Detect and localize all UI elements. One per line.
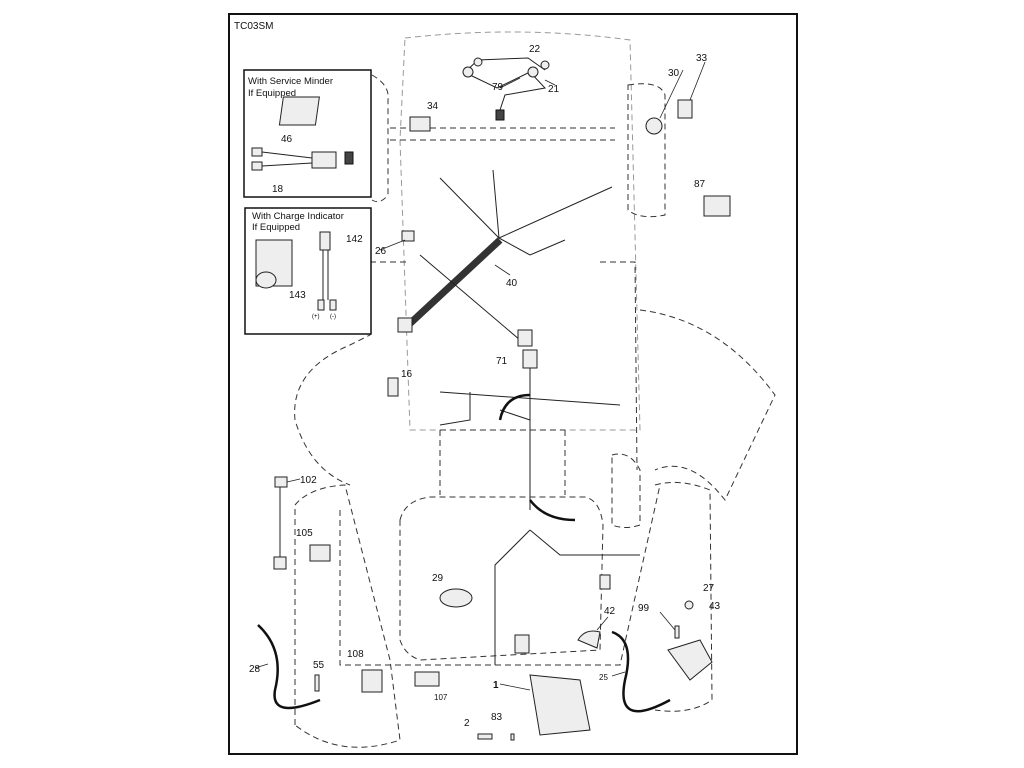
callout-143: 143 xyxy=(289,290,306,301)
callout-16: 16 xyxy=(401,369,413,380)
boot-42 xyxy=(577,630,601,649)
service-minder-inset: With Service Minder If Equipped xyxy=(243,69,372,198)
callout-leaders xyxy=(254,61,706,691)
screw-99 xyxy=(674,625,680,639)
callout-79: 79 xyxy=(492,82,504,93)
solenoid-108 xyxy=(361,669,383,693)
service-minder-subtitle: If Equipped xyxy=(248,88,296,99)
callout-2: 2 xyxy=(464,718,470,729)
cable-28 xyxy=(257,624,321,710)
ignition-switch xyxy=(645,117,663,135)
callout-87: 87 xyxy=(694,179,706,190)
callout-46: 46 xyxy=(281,134,293,145)
nut-83 xyxy=(510,733,515,741)
callout-33: 33 xyxy=(696,53,708,64)
callout-29: 29 xyxy=(432,573,444,584)
callout-71: 71 xyxy=(496,356,508,367)
tractor-outline xyxy=(294,31,776,748)
callout-18: 18 xyxy=(272,184,284,195)
callout-142: 142 xyxy=(346,234,363,245)
callout-labels: 22 79 21 34 30 33 87 46 18 142 143 26 40… xyxy=(249,44,721,729)
nut-27 xyxy=(684,600,694,610)
headlight-harness xyxy=(464,57,546,111)
charge-indicator-subtitle: If Equipped xyxy=(252,222,300,233)
diagram-frame xyxy=(228,13,798,755)
callout-42: 42 xyxy=(604,606,616,617)
callout-25: 25 xyxy=(599,673,608,682)
polarity-minus-label: (-) xyxy=(330,314,336,320)
mount-43 xyxy=(667,639,713,681)
callout-99: 99 xyxy=(638,603,650,614)
callout-105: 105 xyxy=(296,528,313,539)
main-harness-40 xyxy=(400,237,503,333)
horn-29 xyxy=(439,588,473,608)
solenoid-105 xyxy=(309,544,331,562)
screw-55 xyxy=(314,674,320,692)
parts xyxy=(257,57,731,741)
cable-25 xyxy=(611,630,671,713)
callout-40: 40 xyxy=(506,278,518,289)
switch-34 xyxy=(409,116,431,132)
callout-55: 55 xyxy=(313,660,325,671)
callout-21: 21 xyxy=(548,84,560,95)
diagram-code: TC03SM xyxy=(234,21,273,32)
callout-34: 34 xyxy=(427,101,439,112)
callout-83: 83 xyxy=(491,712,503,723)
callout-43: 43 xyxy=(709,601,721,612)
harness-branches xyxy=(439,169,613,256)
bolt-2 xyxy=(477,733,493,740)
polarity-plus-label: (+) xyxy=(312,314,320,320)
callout-26: 26 xyxy=(375,246,387,257)
callout-30: 30 xyxy=(668,68,680,79)
relay-87 xyxy=(703,195,731,217)
callout-108: 108 xyxy=(347,649,364,660)
service-minder-meter xyxy=(278,96,320,126)
callout-27: 27 xyxy=(703,583,715,594)
service-minder-title: With Service Minder xyxy=(248,76,333,87)
harness-71 xyxy=(439,365,621,510)
charge-indicator-title: With Charge Indicator xyxy=(252,211,344,222)
callout-22: 22 xyxy=(529,44,541,55)
callout-28: 28 xyxy=(249,664,261,675)
callout-107: 107 xyxy=(434,693,448,702)
callout-1: 1 xyxy=(493,680,499,691)
battery-1 xyxy=(529,674,591,736)
charge-indicator-inset: With Charge Indicator If Equipped (+) (-… xyxy=(244,207,372,335)
part-107 xyxy=(414,671,440,687)
module-16 xyxy=(387,377,399,397)
callout-102: 102 xyxy=(300,475,317,486)
